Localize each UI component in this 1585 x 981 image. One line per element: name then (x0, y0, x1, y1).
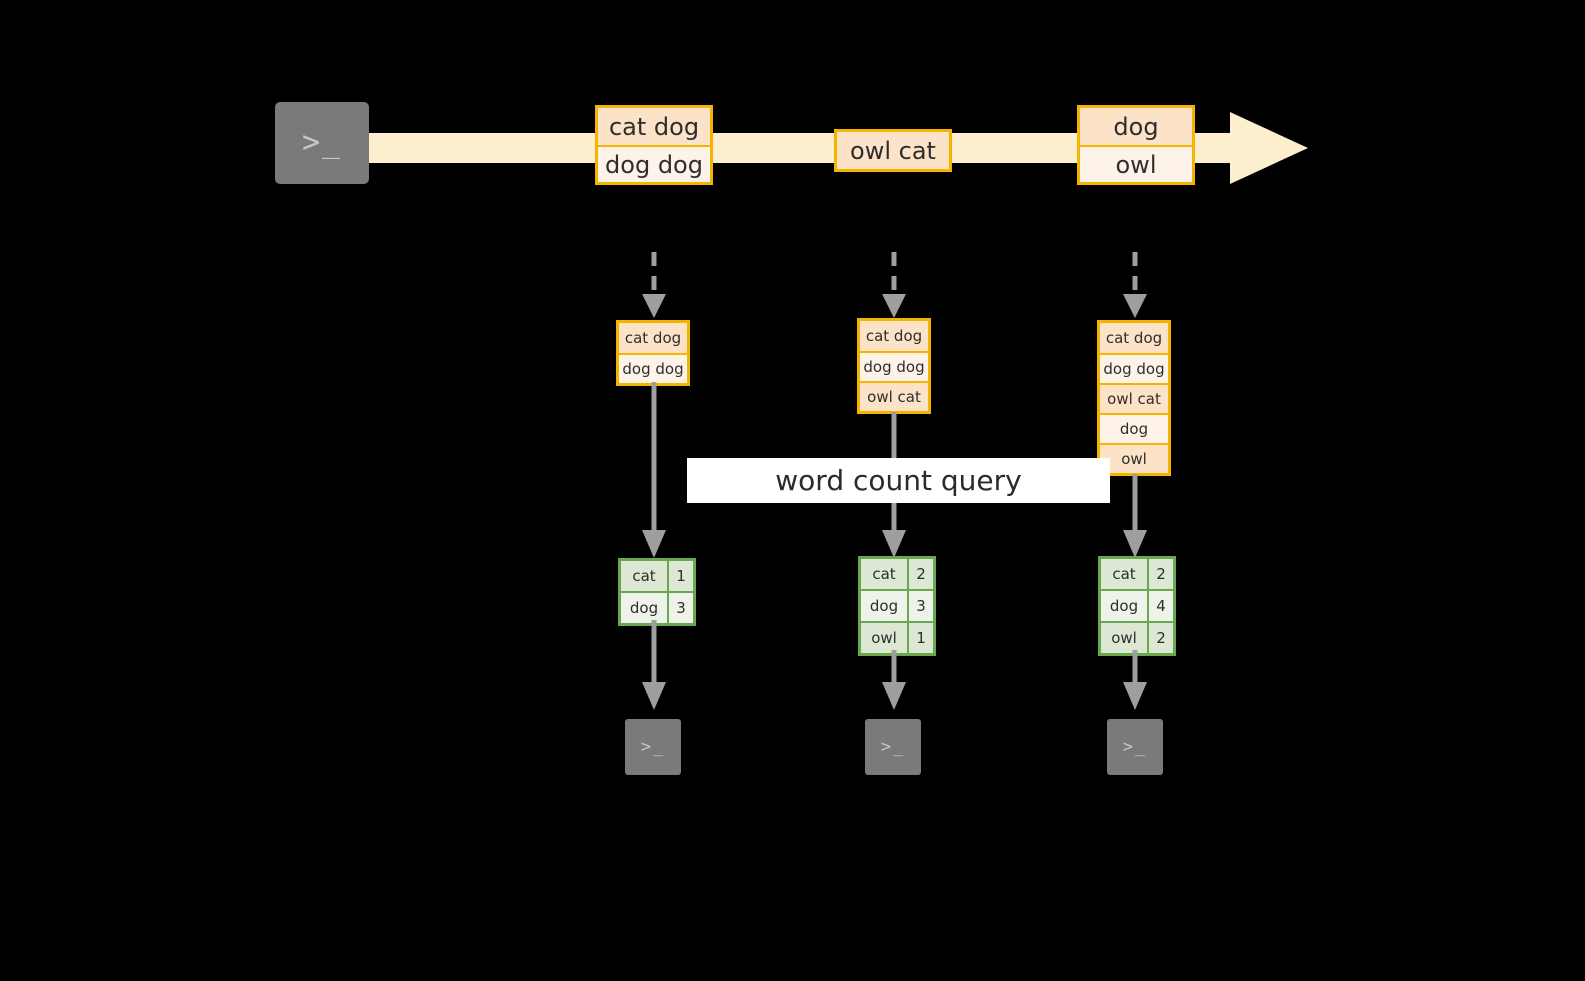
input-table-row: owl cat (860, 381, 928, 411)
input-table-row: owl cat (1100, 383, 1168, 413)
table-row: owl 1 (861, 621, 933, 653)
result-count: 2 (1147, 623, 1173, 653)
result-count: 1 (667, 561, 693, 591)
input-table-row: owl (1100, 443, 1168, 473)
result-word: owl (1101, 623, 1147, 653)
result-count: 1 (907, 623, 933, 653)
stream-batch-1[interactable]: cat dog dog dog (595, 105, 713, 185)
table-row: cat 1 (621, 561, 693, 591)
table-row: cat 2 (1101, 559, 1173, 589)
input-table-row: dog dog (619, 353, 687, 383)
query-arrow-3 (1123, 474, 1147, 558)
stream-batch-row: owl cat (837, 132, 949, 169)
input-table-row: dog dog (860, 351, 928, 381)
sink-terminal-icon-2[interactable]: >_ (858, 712, 928, 782)
input-table-1[interactable]: cat dog dog dog (616, 320, 690, 386)
source-terminal-icon[interactable]: >_ (266, 93, 378, 193)
dashed-arrow-to-table-2 (882, 252, 906, 318)
result-count: 2 (1147, 559, 1173, 589)
terminal-prompt-glyph: >_ (640, 736, 666, 757)
input-table-2[interactable]: cat dog dog dog owl cat (857, 318, 931, 414)
result-word: cat (621, 561, 667, 591)
output-arrow-1 (642, 620, 666, 710)
input-table-row: dog dog (1100, 353, 1168, 383)
input-table-row: cat dog (619, 323, 687, 353)
query-banner-label: word count query (775, 464, 1022, 497)
result-count: 2 (907, 559, 933, 589)
stream-batch-row: cat dog (598, 108, 710, 145)
stream-batch-row: dog dog (598, 145, 710, 182)
terminal-prompt-glyph: >_ (301, 125, 343, 160)
sink-terminal-icon-3[interactable]: >_ (1100, 712, 1170, 782)
table-row: dog 3 (621, 591, 693, 623)
terminal-prompt-glyph: >_ (1122, 736, 1148, 757)
result-word: cat (861, 559, 907, 589)
dashed-arrow-to-table-1 (642, 252, 666, 318)
input-table-row: dog (1100, 413, 1168, 443)
result-table-2[interactable]: cat 2 dog 3 owl 1 (858, 556, 936, 656)
output-arrow-3 (1123, 650, 1147, 710)
result-word: cat (1101, 559, 1147, 589)
output-arrow-2 (882, 650, 906, 710)
result-table-3[interactable]: cat 2 dog 4 owl 2 (1098, 556, 1176, 656)
result-table-1[interactable]: cat 1 dog 3 (618, 558, 696, 626)
result-count: 4 (1147, 591, 1173, 621)
result-word: dog (621, 593, 667, 623)
dashed-arrow-to-table-3 (1123, 252, 1147, 318)
terminal-prompt-glyph: >_ (880, 736, 906, 757)
input-table-row: cat dog (1100, 323, 1168, 353)
result-word: dog (1101, 591, 1147, 621)
table-row: cat 2 (861, 559, 933, 589)
sink-terminal-icon-1[interactable]: >_ (618, 712, 688, 782)
result-word: owl (861, 623, 907, 653)
table-row: dog 3 (861, 589, 933, 621)
table-row: dog 4 (1101, 589, 1173, 621)
stream-batch-row: dog (1080, 108, 1192, 145)
stream-batch-2[interactable]: owl cat (834, 129, 952, 172)
query-arrow-1 (642, 382, 666, 558)
stream-batch-row: owl (1080, 145, 1192, 182)
result-count: 3 (667, 593, 693, 623)
input-table-3[interactable]: cat dog dog dog owl cat dog owl (1097, 320, 1171, 476)
result-word: dog (861, 591, 907, 621)
input-table-row: cat dog (860, 321, 928, 351)
result-count: 3 (907, 591, 933, 621)
stream-batch-3[interactable]: dog owl (1077, 105, 1195, 185)
query-banner: word count query (687, 458, 1110, 503)
table-row: owl 2 (1101, 621, 1173, 653)
